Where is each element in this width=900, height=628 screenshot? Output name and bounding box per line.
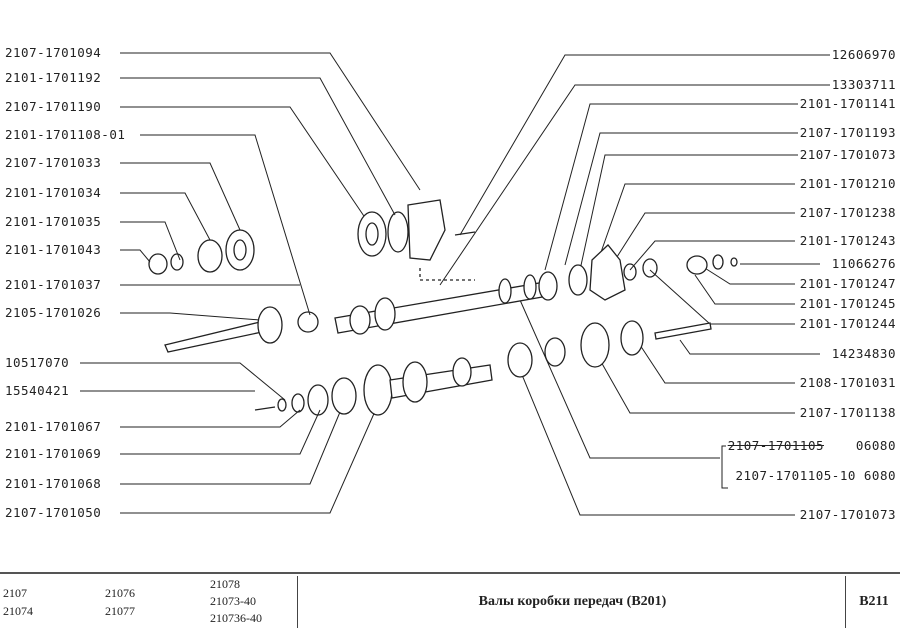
part-label: 2107-1701238 <box>797 205 898 220</box>
part-label: 2107-1701138 <box>797 405 898 420</box>
part-label: 2101-1701037 <box>3 277 104 292</box>
part-label: 11066276 <box>829 256 898 271</box>
model: 21074 <box>3 604 33 618</box>
part-label: 2108-1701031 <box>797 375 898 390</box>
part-label: 15540421 <box>3 383 72 398</box>
part-label-current: 2107-1701105-10 6080 <box>733 468 898 483</box>
part-label: 2101-1701245 <box>797 296 898 311</box>
part-label: 2107-1701033 <box>3 155 104 170</box>
page-title: Валы коробки передач (В201) <box>478 594 667 609</box>
part-label-superseded-suffix: 06080 <box>853 438 898 453</box>
part-label: 2101-1701043 <box>3 242 104 257</box>
part-label: 2101-1701034 <box>3 185 104 200</box>
intermediate-shaft <box>254 320 712 416</box>
model: 210736-40 <box>210 611 262 625</box>
model: 21076 <box>105 586 135 600</box>
gearbox-shafts-exploded-diagram <box>80 52 830 516</box>
part-label: 2101-1701247 <box>797 276 898 291</box>
part-label: 2101-1701244 <box>797 316 898 331</box>
part-label: 2101-1701210 <box>797 176 898 191</box>
part-label: 2101-1701141 <box>797 96 898 111</box>
part-label-superseded: 2107-1701105 <box>725 438 826 453</box>
model: 21078 <box>210 577 240 591</box>
part-label: 2101-1701243 <box>797 233 898 248</box>
primary-shaft <box>148 229 319 353</box>
part-label: 2101-1701192 <box>3 70 104 85</box>
part-label: 2107-1701050 <box>3 505 104 520</box>
part-label: 2105-1701026 <box>3 305 104 320</box>
part-label: 10517070 <box>3 355 72 370</box>
secondary-shaft <box>334 244 738 335</box>
part-label: 2107-1701190 <box>3 99 104 114</box>
leader-lines-right <box>439 54 830 516</box>
part-label: 2101-1701035 <box>3 214 104 229</box>
part-label: 14234830 <box>829 346 898 361</box>
part-label: 2107-1701193 <box>797 125 898 140</box>
part-label: 2101-1701068 <box>3 476 104 491</box>
model: 21073-40 <box>210 594 256 608</box>
part-label: 12606970 <box>829 47 898 62</box>
divider <box>845 576 846 628</box>
part-label: 2101-1701067 <box>3 419 104 434</box>
part-label: 2101-1701069 <box>3 446 104 461</box>
page-code: B211 <box>859 594 889 609</box>
model: 2107 <box>3 586 27 600</box>
footer-title-block: 2107 21074 21076 21077 21078 21073-40 21… <box>0 572 900 628</box>
model: 21077 <box>105 604 135 618</box>
part-label: 13303711 <box>829 77 898 92</box>
part-label: 2107-1701094 <box>3 45 104 60</box>
leader-lines-left <box>80 52 421 514</box>
part-label: 2107-1701073 <box>797 507 898 522</box>
bearing-and-plate <box>357 199 476 281</box>
superseded-number: 2107-1701105 <box>727 438 824 453</box>
part-label: 2107-1701073 <box>797 147 898 162</box>
divider <box>297 576 298 628</box>
part-label: 2101-1701108-01 <box>3 127 128 142</box>
